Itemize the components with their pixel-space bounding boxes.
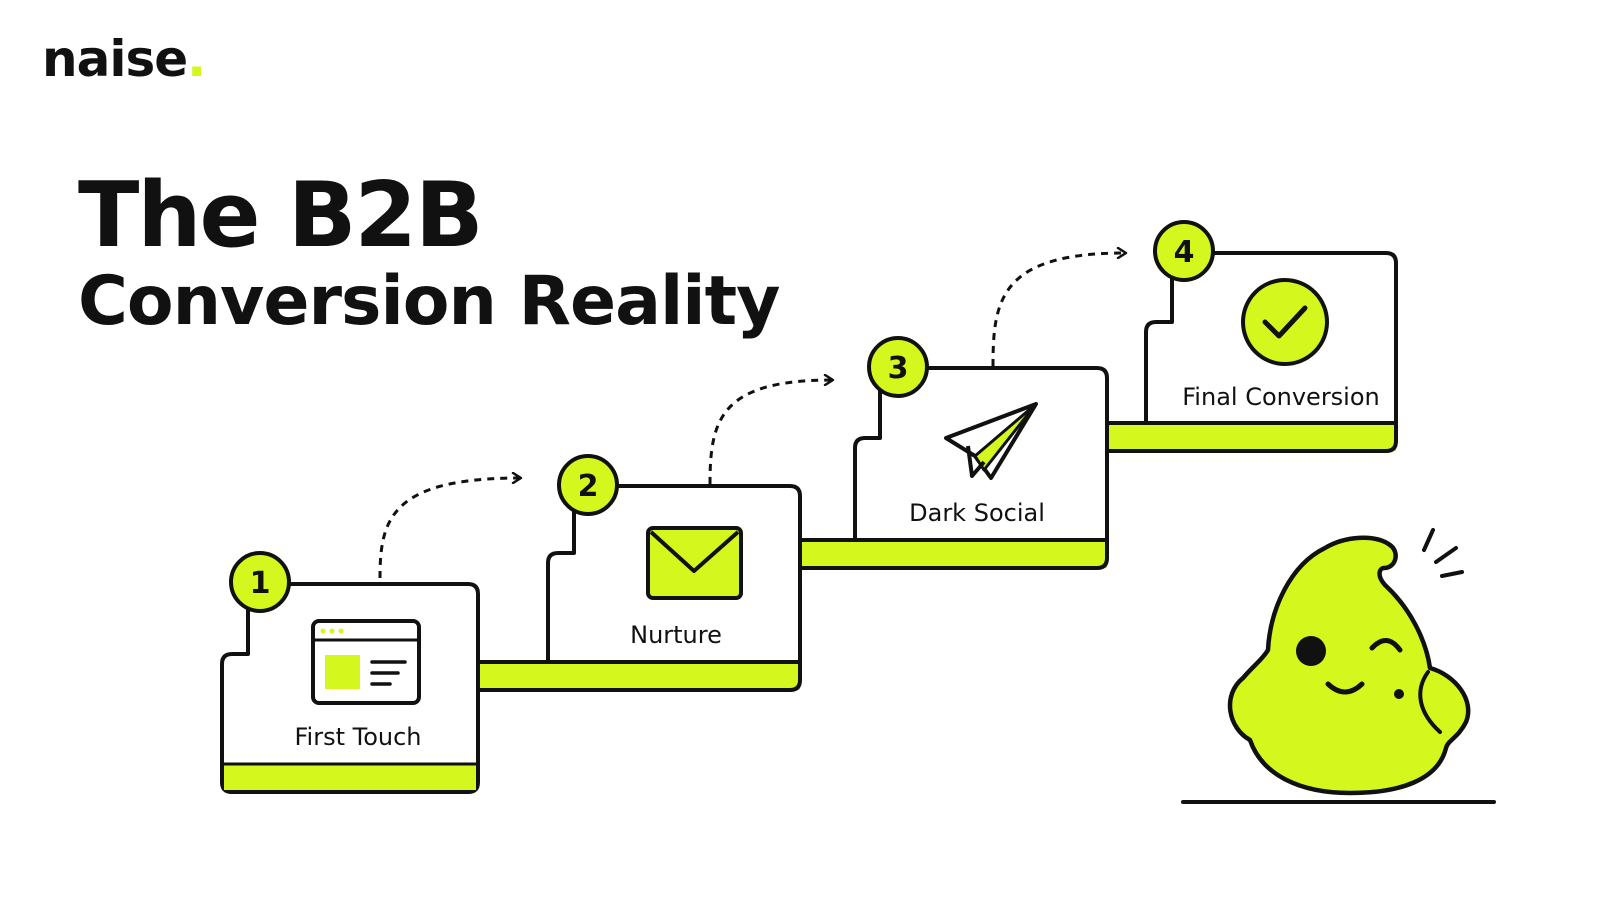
step-number-1: 1 (250, 566, 271, 601)
step-badge-4: 4 (1153, 220, 1215, 282)
step-card-3: Dark Social 3 (802, 336, 1109, 570)
paper-plane-icon (944, 402, 1038, 480)
brand-name: naise (42, 30, 188, 88)
step-label-1: First Touch (294, 723, 421, 751)
step-badge-2: 2 (557, 454, 619, 516)
arrow-1-to-2 (378, 478, 520, 579)
brand-dot: . (187, 30, 206, 88)
step-card-1: First Touch 1 (220, 551, 480, 794)
step-label-2: Nurture (630, 621, 722, 649)
step-label-4: Final Conversion (1182, 383, 1380, 411)
title-line-1: The B2B (78, 163, 484, 268)
step-card-4: Final Conversion 4 (1109, 220, 1398, 453)
envelope-icon (646, 526, 743, 600)
check-circle-icon (1241, 278, 1329, 366)
mascot-wink (1369, 638, 1403, 653)
arrow-3-to-4 (991, 253, 1125, 367)
arrow-2-to-3 (708, 380, 832, 485)
brand-logo: naise. (42, 30, 206, 88)
step-card-2: Nurture 2 (480, 454, 802, 692)
step-label-3: Dark Social (909, 499, 1045, 527)
step-number-2: 2 (578, 469, 599, 504)
step-number-4: 4 (1174, 235, 1195, 270)
title-line-2: Conversion Reality (78, 262, 780, 341)
step-number-3: 3 (888, 351, 909, 386)
winking-blob-mascot (1181, 528, 1496, 804)
page-title: The B2B Conversion Reality (78, 163, 780, 341)
step-badge-1: 1 (229, 551, 291, 613)
mascot-eye (1296, 636, 1326, 666)
step-badge-3: 3 (867, 336, 929, 398)
mascot-smile (1325, 681, 1365, 695)
browser-window-icon (311, 619, 421, 705)
